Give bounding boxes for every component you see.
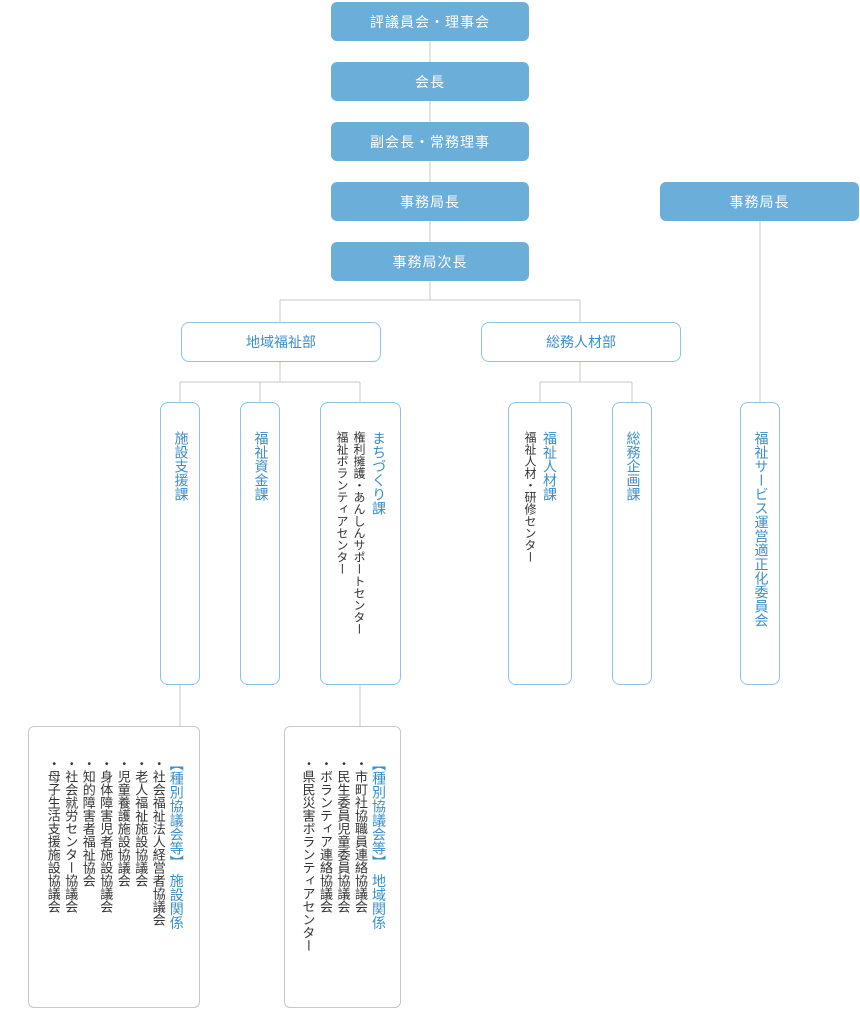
service-committee-section: 福祉サービス運営適正化委員会 bbox=[740, 402, 780, 685]
facility-associations-heading: 【種別協議会等】 施設関係 bbox=[167, 757, 184, 930]
association-item: ・老人福祉施設協議会 bbox=[132, 757, 148, 887]
community-development-item: 福祉ボランティアセンター bbox=[335, 431, 349, 575]
community-development-item: 権利擁護・あんしんサポートセンター bbox=[352, 431, 366, 635]
service-committee-title: 福祉サービス運営適正化委員会 bbox=[752, 431, 769, 627]
welfare-hr-item: 福祉人材・研修センター bbox=[523, 431, 537, 563]
association-item: ・児童養護施設協議会 bbox=[114, 757, 130, 887]
welfare-hr-section: 福祉人材課 福祉人材・研修センター bbox=[508, 402, 572, 685]
general-affairs-dept-box: 総務人材部 bbox=[481, 322, 681, 362]
welfare-hr-title: 福祉人材課 bbox=[541, 431, 557, 501]
association-item: ・知的障害者福祉協会 bbox=[79, 757, 95, 887]
secretary-general-right-box: 事務局長 bbox=[660, 182, 859, 221]
general-planning-title: 総務企画課 bbox=[624, 431, 641, 501]
association-item: ・社会就労センター協議会 bbox=[62, 757, 78, 913]
board-box: 評議員会・理事会 bbox=[331, 2, 529, 41]
association-item: ・社会福祉法人経営者協議会 bbox=[149, 757, 165, 926]
community-welfare-dept-box: 地域福祉部 bbox=[181, 322, 381, 362]
community-development-section: まちづくり課 権利擁護・あんしんサポートセンター 福祉ボランティアセンター bbox=[320, 402, 401, 685]
president-label: 会長 bbox=[415, 74, 445, 91]
deputy-secretary-general-box: 事務局次長 bbox=[331, 242, 529, 281]
association-item: ・ボランティア連絡協議会 bbox=[317, 757, 332, 913]
association-item: ・身体障害児者施設協議会 bbox=[97, 757, 113, 913]
community-welfare-dept-label: 地域福祉部 bbox=[246, 335, 316, 351]
association-item: ・母子生活支援施設協議会 bbox=[44, 757, 60, 913]
facility-support-title: 施設支援課 bbox=[172, 431, 189, 501]
board-label: 評議員会・理事会 bbox=[370, 14, 490, 31]
secretary-general-label: 事務局長 bbox=[400, 194, 460, 211]
secretary-general-box: 事務局長 bbox=[331, 182, 529, 221]
president-box: 会長 bbox=[331, 62, 529, 101]
community-associations-box: 【種別協議会等】 地域関係 ・市町社協職員連絡協議会 ・民生委員児童委員協議会 … bbox=[284, 726, 401, 1008]
general-planning-section: 総務企画課 bbox=[612, 402, 652, 685]
facility-support-section: 施設支援課 bbox=[160, 402, 200, 685]
vice-president-label: 副会長・常務理事 bbox=[370, 134, 490, 151]
community-development-title: まちづくり課 bbox=[370, 431, 386, 515]
association-item: ・県民災害ボランティアセンター bbox=[299, 757, 315, 952]
general-affairs-dept-label: 総務人材部 bbox=[546, 335, 616, 351]
facility-associations-box: 【種別協議会等】 施設関係 ・社会福祉法人経営者協議会 ・老人福祉施設協議会 ・… bbox=[28, 726, 200, 1008]
association-item: ・民生委員児童委員協議会 bbox=[334, 757, 350, 913]
community-associations-heading: 【種別協議会等】 地域関係 bbox=[370, 757, 386, 930]
secretary-general-right-label: 事務局長 bbox=[729, 194, 790, 211]
association-item: ・市町社協職員連絡協議会 bbox=[352, 757, 367, 913]
welfare-fund-section: 福祉資金課 bbox=[240, 402, 280, 685]
vice-president-box: 副会長・常務理事 bbox=[331, 122, 529, 161]
welfare-fund-title: 福祉資金課 bbox=[252, 431, 269, 501]
deputy-secretary-general-label: 事務局次長 bbox=[392, 254, 468, 271]
